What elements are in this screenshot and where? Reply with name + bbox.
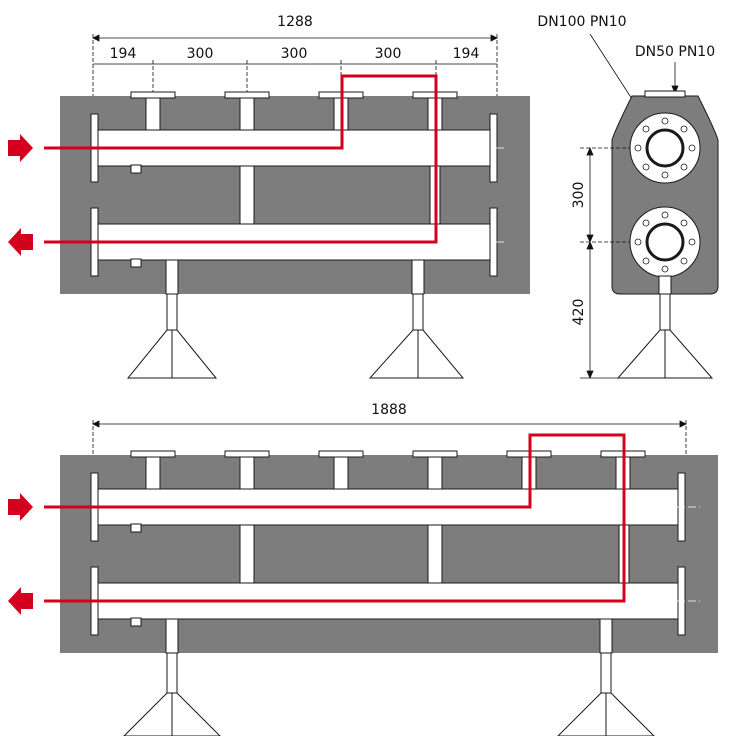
side-height-dimension: 420 [571,299,587,326]
bottom-drain-plugs [130,523,142,627]
bottom-front-view: 1888 [8,402,718,736]
top-segment-3: 300 [281,46,308,62]
bottom-outlet-arrow-icon [8,587,33,615]
top-supports [126,259,465,379]
top-flow-arrows [8,134,33,256]
top-flow-path [44,74,438,244]
top-inlet-arrow-icon [8,134,33,162]
top-nozzles [130,91,458,133]
top-front-view: 1288 194 300 300 300 194 [8,14,530,379]
top-segment-4: 300 [375,46,402,62]
side-bolt-holes [634,117,696,273]
bottom-flow-arrows [8,493,33,615]
bottom-supports [123,618,655,736]
bottom-overall-length: 1888 [371,402,407,418]
bottom-inlet-arrow-icon [8,493,33,521]
side-view: DN100 PN10 DN50 PN10 [537,14,719,380]
top-outlet-arrow-icon [8,228,33,256]
label-main-connection: DN100 PN10 [537,14,626,30]
side-spacing-dimension: 300 [571,182,587,209]
top-drain-plugs [130,164,142,268]
top-overall-length: 1288 [277,14,313,30]
top-segment-2: 300 [187,46,214,62]
top-segment-1: 194 [110,46,137,62]
side-top-nozzle [644,90,686,98]
label-branch-connection: DN50 PN10 [635,44,715,60]
side-support [616,275,714,379]
bottom-dimensions [92,420,687,470]
side-dimensions [580,146,630,380]
top-segment-5: 194 [453,46,480,62]
bottom-flow-path [44,433,626,603]
